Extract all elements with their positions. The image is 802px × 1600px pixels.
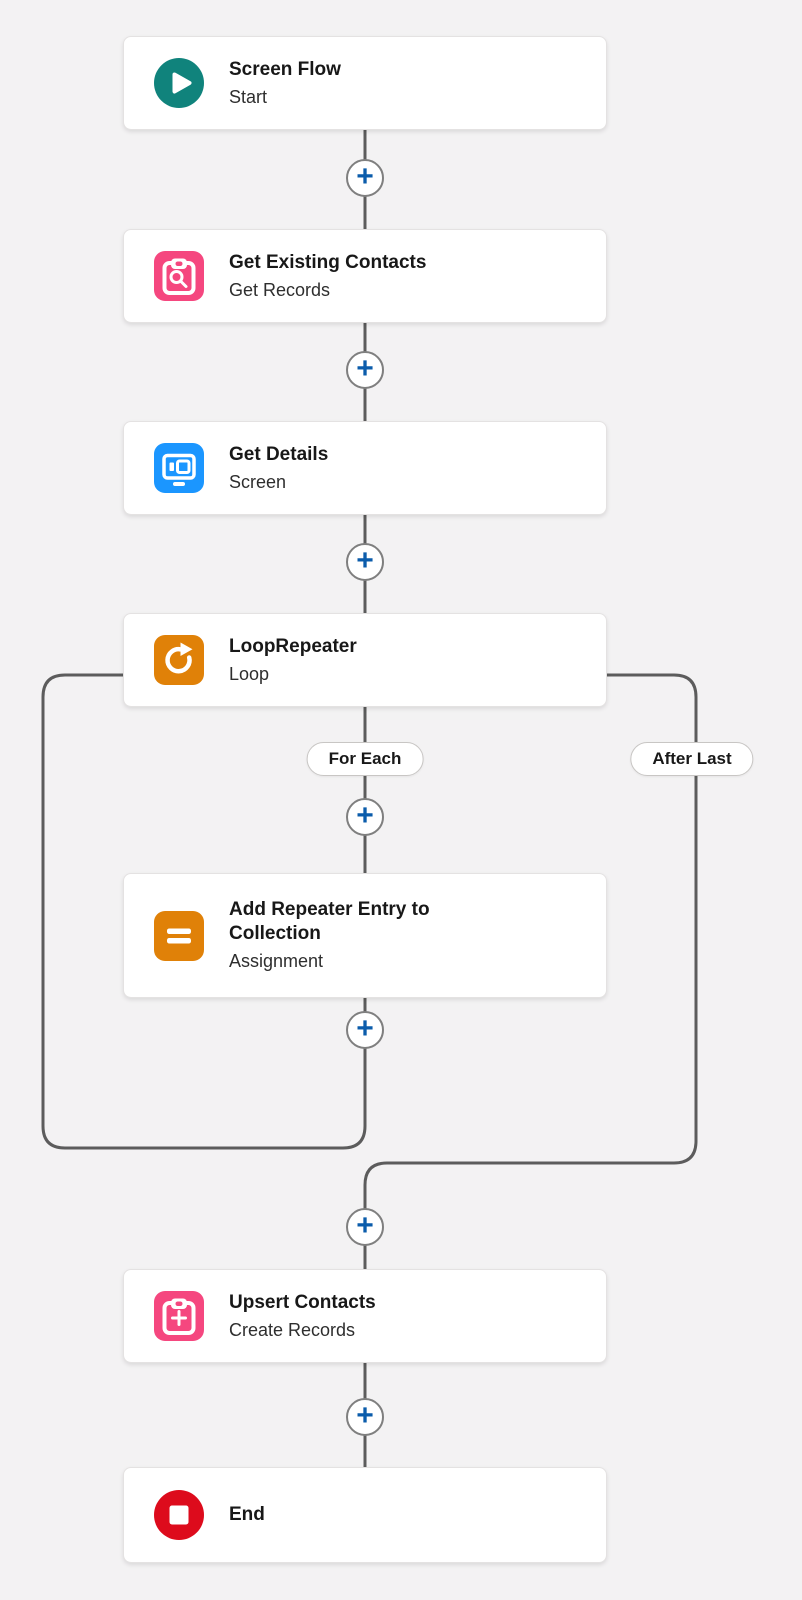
node-subtitle: Screen bbox=[229, 471, 287, 492]
record-lookup-icon bbox=[154, 251, 204, 301]
node-subtitle: Assignment bbox=[229, 951, 324, 971]
play-icon bbox=[172, 72, 192, 94]
node-title: End bbox=[229, 1504, 265, 1525]
plus-icon: + bbox=[356, 798, 374, 832]
node-subtitle: Loop bbox=[229, 663, 270, 684]
loop-icon bbox=[154, 635, 204, 685]
add-element-button-1[interactable]: + bbox=[346, 159, 384, 197]
node-title: Screen Flow bbox=[229, 58, 341, 80]
add-element-button-5[interactable]: + bbox=[346, 1011, 384, 1049]
flow-node-add-repeater-entry[interactable]: Add Repeater Entry to Collection Assignm… bbox=[123, 873, 607, 998]
node-title: LoopRepeater bbox=[229, 635, 357, 657]
node-subtitle: Start bbox=[229, 86, 268, 107]
plus-icon: + bbox=[356, 159, 374, 193]
node-title: Add Repeater Entry to Collection bbox=[229, 899, 430, 944]
plus-icon: + bbox=[356, 1011, 374, 1045]
node-title: Get Details bbox=[229, 443, 329, 465]
node-subtitle: Get Records bbox=[229, 279, 331, 300]
plus-icon: + bbox=[356, 1398, 374, 1432]
add-element-button-2[interactable]: + bbox=[346, 351, 384, 389]
flow-node-upsert-contacts[interactable]: Upsert Contacts Create Records bbox=[123, 1269, 607, 1363]
flow-node-start[interactable]: Screen Flow Start bbox=[123, 36, 607, 130]
assignment-icon bbox=[154, 910, 204, 961]
plus-icon: + bbox=[356, 1208, 374, 1242]
plus-icon: + bbox=[356, 543, 374, 577]
flow-node-looprepeater[interactable]: LoopRepeater Loop bbox=[123, 613, 607, 707]
plus-icon: + bbox=[356, 351, 374, 385]
screen-icon bbox=[154, 443, 204, 493]
connector-loop-back bbox=[41, 673, 367, 1150]
stop-square-icon bbox=[169, 1505, 189, 1525]
add-element-button-4[interactable]: + bbox=[346, 798, 384, 836]
node-title: Upsert Contacts bbox=[229, 1291, 376, 1313]
clipboard-plus-icon bbox=[162, 1298, 196, 1335]
flow-node-end[interactable]: End bbox=[123, 1467, 607, 1563]
monitor-icon bbox=[162, 453, 196, 486]
add-element-button-7[interactable]: + bbox=[346, 1398, 384, 1436]
flow-start-icon bbox=[154, 58, 204, 108]
equals-icon bbox=[167, 928, 191, 943]
add-element-button-3[interactable]: + bbox=[346, 543, 384, 581]
branch-label-for-each: For Each bbox=[306, 742, 424, 776]
node-subtitle: Create Records bbox=[229, 1319, 356, 1340]
branch-label-after-last: After Last bbox=[630, 742, 754, 776]
record-create-icon bbox=[154, 1291, 204, 1341]
clipboard-search-icon bbox=[162, 258, 196, 295]
flow-node-get-details[interactable]: Get Details Screen bbox=[123, 421, 607, 515]
add-element-button-6[interactable]: + bbox=[346, 1208, 384, 1246]
connector-after-last bbox=[363, 673, 698, 1269]
flow-node-get-existing-contacts[interactable]: Get Existing Contacts Get Records bbox=[123, 229, 607, 323]
end-icon bbox=[154, 1490, 204, 1540]
node-title: Get Existing Contacts bbox=[229, 251, 427, 273]
refresh-arrow-icon bbox=[165, 642, 193, 674]
